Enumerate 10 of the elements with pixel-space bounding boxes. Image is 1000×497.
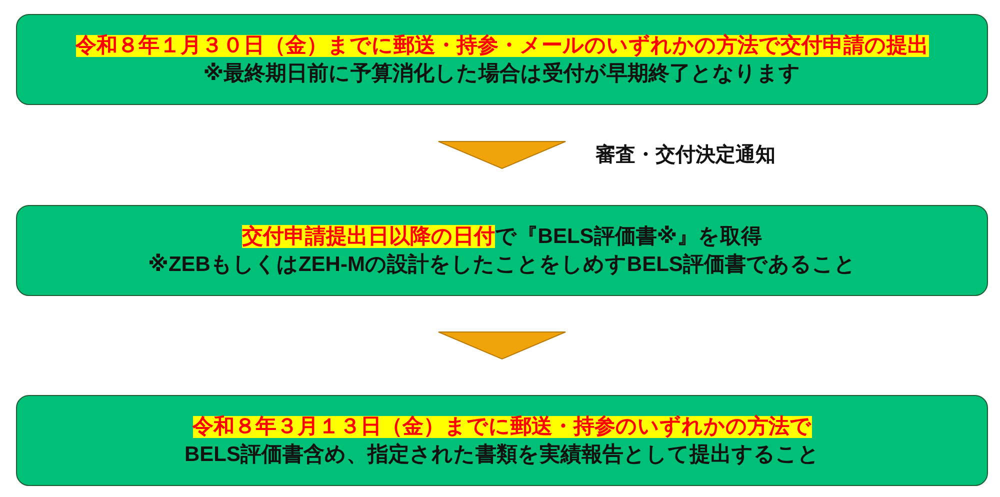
edge-label: 審査・交付決定通知 (596, 143, 776, 167)
chevron-arrow (438, 141, 566, 170)
step-box (16, 14, 988, 105)
step-box (16, 205, 988, 296)
step-heading: 交付申請提出日以降の日付で『BELS評価書※』を取得 (242, 226, 762, 248)
step-note: ※ZEBもしくはZEH-Mの設計をしたことをしめすBELS評価書であること (148, 254, 856, 276)
step-note: BELS評価書含め、指定された書類を実績報告として提出すること (184, 444, 820, 466)
chevron-arrow (438, 332, 566, 360)
step-note: ※最終期日前に予算消化した場合は受付が早期終了となります (203, 62, 801, 84)
step-box (16, 395, 988, 486)
